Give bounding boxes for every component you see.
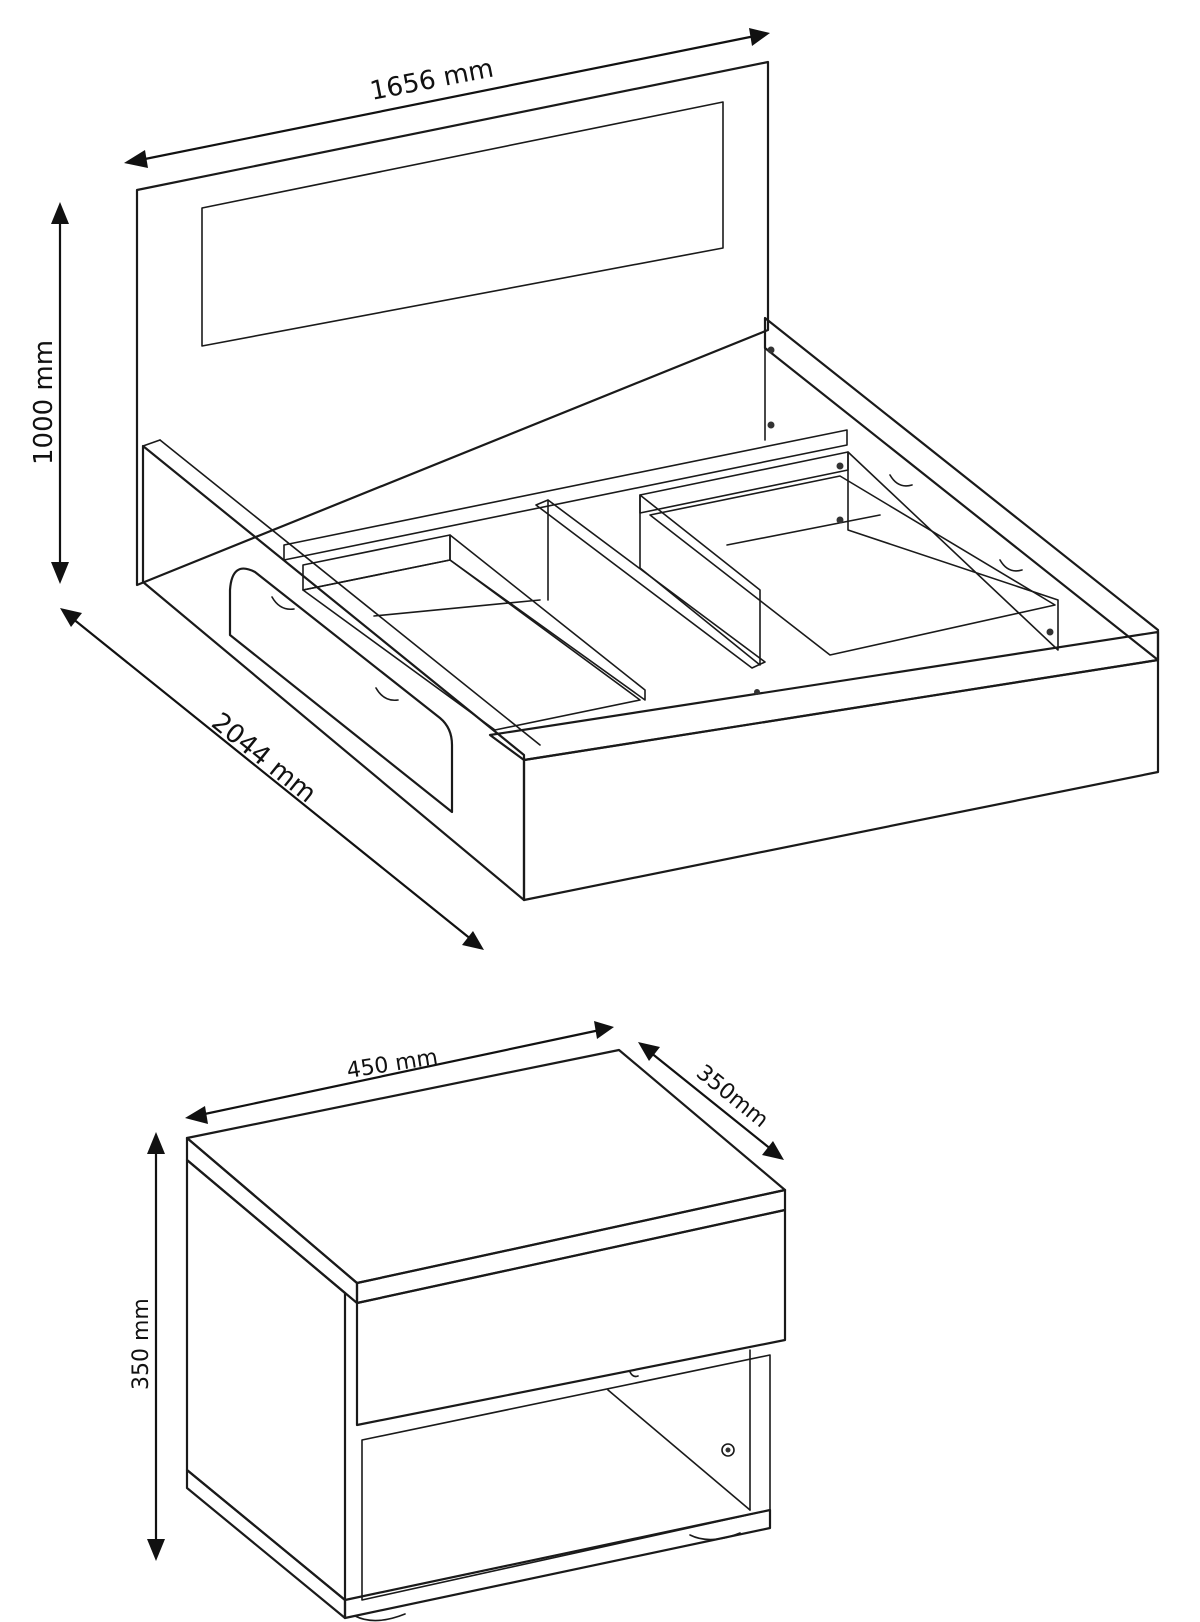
nightstand-depth-dimension: 350mm [638, 1042, 784, 1160]
nightstand-base [185, 1468, 772, 1622]
bed-left-side [141, 439, 541, 902]
nightstand-width-label: 450 mm [345, 1045, 440, 1084]
bed-right-rail [763, 316, 1160, 662]
bed-back-rail [283, 429, 848, 561]
nightstand-width-dimension: 450 mm [185, 1021, 614, 1124]
nightstand-drawing: 450 mm 350mm 350 mm [129, 1021, 787, 1622]
bed-drawing: 1656 mm 1000 mm 2044 mm [29, 28, 1160, 950]
bed-height-dimension: 1000 mm [29, 202, 69, 584]
nightstand-height-label: 350 mm [129, 1298, 154, 1390]
bed-height-label: 1000 mm [29, 340, 59, 465]
bed-width-dimension: 1656 mm [124, 28, 770, 168]
bed-width-label: 1656 mm [368, 54, 497, 107]
bed-storage-box-left [302, 534, 646, 731]
nightstand-height-dimension: 350 mm [129, 1132, 165, 1561]
nightstand-open-shelf [361, 1349, 771, 1601]
bed-length-label: 2044 mm [206, 707, 322, 809]
bed-footboard [488, 630, 1160, 902]
nightstand-drawer [344, 1208, 787, 1427]
bed-headboard [135, 60, 770, 587]
bed-side-drawer [228, 567, 454, 814]
bed-center-divider [535, 499, 766, 669]
bed-storage-box-right [639, 451, 1059, 666]
bed-length-dimension: 2044 mm [60, 608, 484, 950]
